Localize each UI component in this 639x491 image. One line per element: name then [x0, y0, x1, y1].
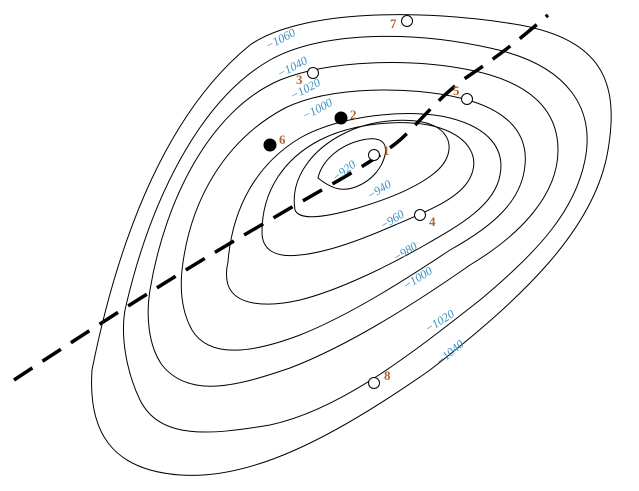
well-4-label: 4 — [429, 214, 436, 229]
well-5-open-marker — [461, 93, 473, 105]
contour-label-960: −960 — [377, 207, 407, 233]
well-6-label: 6 — [279, 132, 286, 147]
contour-line-1020 — [147, 62, 559, 387]
contour-label-1040-right: −1040 — [433, 337, 467, 368]
well-8-label: 8 — [384, 368, 391, 383]
contour-line-980 — [226, 113, 502, 305]
well-7-label: 7 — [390, 16, 397, 31]
contour-label-940: −940 — [364, 177, 394, 203]
contour-label-980: −980 — [390, 239, 420, 265]
contour-lines — [91, 14, 612, 476]
contour-label-1060: −1060 — [263, 25, 298, 52]
contour-labels: −1060 −1040 −1020 −1000 −920 −940 −960 −… — [263, 25, 467, 368]
well-4-open-marker — [414, 209, 426, 221]
well-1-open-marker — [368, 149, 380, 161]
contour-line-1040 — [122, 35, 588, 433]
well-2-label: 2 — [350, 107, 357, 122]
well-2-filled-marker — [334, 111, 348, 125]
contour-line-920 — [317, 138, 387, 190]
contour-label-920: −920 — [329, 157, 358, 184]
wells: 1 2 3 4 5 6 7 8 — [263, 15, 473, 389]
contour-line-940 — [293, 119, 450, 218]
contour-line-1000 — [180, 89, 526, 351]
well-6-filled-marker — [263, 138, 277, 152]
contour-label-1000-left: −1000 — [300, 95, 335, 122]
contour-label-1020-left: −1020 — [288, 75, 323, 102]
contour-line-960 — [261, 122, 475, 257]
well-3-open-marker — [307, 67, 319, 79]
well-3-label: 3 — [296, 72, 303, 87]
contour-line-1060 — [91, 14, 612, 476]
well-1-label: 1 — [383, 143, 390, 158]
fault-line — [13, 13, 550, 382]
contour-label-1040-left: −1040 — [275, 53, 310, 80]
well-7-open-marker — [401, 15, 413, 27]
contour-label-1000-right: −1000 — [400, 264, 435, 293]
well-8-open-marker — [368, 377, 380, 389]
well-5-label: 5 — [453, 83, 460, 98]
